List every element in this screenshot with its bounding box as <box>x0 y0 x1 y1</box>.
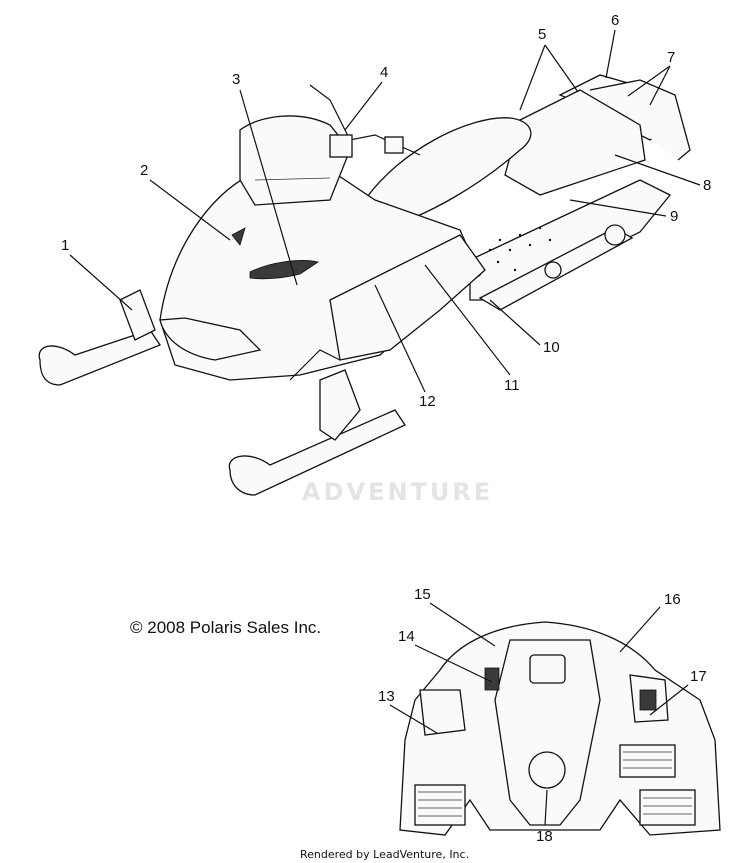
callout-label-11: 11 <box>504 377 520 394</box>
gauge <box>529 654 566 684</box>
hood-vent-decal <box>249 260 320 280</box>
callout-label-2: 2 <box>140 162 148 179</box>
left-ski <box>38 329 161 386</box>
callout-11: 11 <box>424 264 520 394</box>
left-footrest <box>414 784 466 826</box>
rear-rack <box>589 79 691 161</box>
headlight <box>528 751 566 789</box>
brake-block <box>384 136 404 154</box>
right-ski <box>228 409 406 496</box>
a-arm <box>289 349 341 381</box>
callout-label-12: 12 <box>419 393 436 410</box>
callout-label-15: 15 <box>414 586 431 603</box>
callout-label-3: 3 <box>232 71 240 88</box>
callout-3: 3 <box>232 71 298 286</box>
right-footrest-lower <box>639 789 696 826</box>
left-mirror-housing <box>419 689 466 736</box>
callout-2: 2 <box>140 162 231 241</box>
snowmobile-illustration <box>38 74 691 496</box>
callout-label-10: 10 <box>543 339 560 356</box>
callout-14: 14 <box>398 628 493 683</box>
callout-1: 1 <box>61 237 133 311</box>
left-spindle <box>119 289 156 341</box>
right-grip <box>639 689 657 711</box>
callout-label-4: 4 <box>380 64 388 81</box>
center-console <box>494 639 601 826</box>
copyright-text: © 2008 Polaris Sales Inc. <box>130 618 321 637</box>
seat <box>364 117 532 231</box>
callout-8: 8 <box>614 154 711 194</box>
callout-4: 4 <box>344 64 388 131</box>
tunnel-panel <box>469 179 672 301</box>
right-footrest-lower-treads <box>643 797 692 815</box>
idler-wheel <box>604 224 626 246</box>
side-vent <box>231 227 246 246</box>
callout-18: 18 <box>536 789 553 845</box>
callout-16: 16 <box>619 591 681 653</box>
callout-label-6: 6 <box>611 12 619 29</box>
callout-9: 9 <box>569 199 678 225</box>
callout-5: 5 <box>519 26 579 111</box>
callout-label-1: 1 <box>61 237 69 254</box>
callout-label-13: 13 <box>378 688 395 705</box>
right-footrest-upper-treads <box>623 751 672 769</box>
callout-17: 17 <box>649 668 707 716</box>
callout-label-8: 8 <box>703 177 711 194</box>
callout-label-7: 7 <box>667 49 675 66</box>
tunnel-dots <box>488 226 552 272</box>
callout-label-16: 16 <box>664 591 681 608</box>
callout-label-17: 17 <box>690 668 707 685</box>
callout-7: 7 <box>627 49 675 106</box>
throttle-block <box>329 134 353 158</box>
callout-label-5: 5 <box>538 26 546 43</box>
rear-seat-area <box>504 89 646 196</box>
watermark-text: ADVENTURE <box>302 478 493 506</box>
callout-label-18: 18 <box>536 828 553 845</box>
windshield-edge <box>254 177 331 181</box>
windshield <box>239 115 351 206</box>
callout-13: 13 <box>378 688 438 734</box>
rendered-by-text: Rendered by LeadVenture, Inc. <box>300 848 469 861</box>
callout-15: 15 <box>414 586 496 647</box>
callout-label-9: 9 <box>670 208 678 225</box>
front-view-illustration <box>399 621 721 836</box>
callout-6: 6 <box>605 12 619 79</box>
idler-wheel-front <box>544 261 562 279</box>
nose <box>159 317 262 361</box>
left-footrest-treads <box>418 791 462 817</box>
callout-12: 12 <box>374 284 436 410</box>
right-footrest-upper <box>619 744 676 778</box>
callout-label-14: 14 <box>398 628 415 645</box>
right-spindle <box>319 369 361 441</box>
callout-10: 10 <box>489 299 560 356</box>
